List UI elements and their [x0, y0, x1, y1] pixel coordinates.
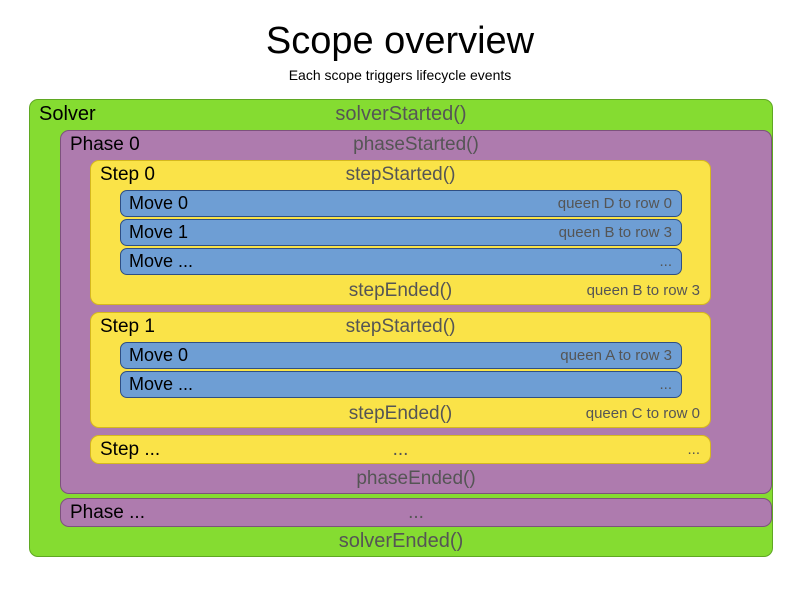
- solver-scope[interactable]: Solver solverStarted() Phase 0 phaseStar…: [29, 98, 773, 557]
- move-detail: queen B to row 3: [558, 223, 672, 241]
- move-line: Move 1 queen B to row 3: [121, 220, 681, 245]
- phase-ellipsis-label: Phase ...: [70, 501, 145, 523]
- move-line: Move 0 queen D to row 0: [121, 191, 681, 216]
- move-label: Move ...: [129, 373, 194, 394]
- move-detail: queen D to row 0: [557, 194, 672, 212]
- phase-ellipsis-event: ...: [408, 501, 424, 523]
- move-line: Move ... ...: [121, 249, 681, 274]
- move-detail: queen A to row 3: [560, 346, 672, 364]
- solver-ended-event: solverEnded(): [338, 529, 464, 552]
- solver-footer-line: solverEnded(): [30, 527, 772, 556]
- step-ended-detail: queen B to row 3: [586, 281, 700, 299]
- move-list: Move 0 queen D to row 0 Move 1 queen B t…: [91, 189, 710, 277]
- solver-label: Solver: [39, 102, 96, 125]
- step-ellipsis-event: ...: [392, 438, 409, 460]
- page-title: Scope overview: [265, 20, 535, 62]
- solver-started-event: solverStarted(): [335, 102, 467, 125]
- step-label: Step 1: [100, 315, 155, 337]
- step-ellipsis-line: Step ... ... ...: [91, 436, 710, 463]
- step-ellipsis-detail: ...: [687, 440, 700, 458]
- phase-label: Phase 0: [70, 133, 140, 155]
- step-label: Step 0: [100, 163, 155, 185]
- step-footer-line: stepEnded() queen B to row 3: [91, 277, 710, 304]
- step-header-line: Step 1 stepStarted(): [91, 313, 710, 340]
- move-scope[interactable]: Move 1 queen B to row 3: [120, 218, 682, 246]
- move-detail: ...: [659, 375, 672, 393]
- step-ended-event: stepEnded(): [348, 402, 453, 424]
- move-scope[interactable]: Move 0 queen A to row 3: [120, 341, 682, 369]
- phase-header-line: Phase 0 phaseStarted(): [61, 131, 771, 158]
- step-ellipsis-label: Step ...: [100, 438, 161, 460]
- move-scope[interactable]: Move ... ...: [120, 370, 682, 398]
- phase-ended-event: phaseEnded(): [356, 467, 476, 489]
- step-scope[interactable]: Step 0 stepStarted() Move 0 queen D to r…: [90, 159, 711, 305]
- phase-ellipsis-scope[interactable]: Phase ... ...: [60, 497, 772, 527]
- move-label: Move 1: [129, 221, 189, 242]
- step-ended-detail: queen C to row 0: [585, 404, 700, 422]
- move-label: Move 0: [129, 192, 189, 213]
- step-footer-line: stepEnded() queen C to row 0: [91, 400, 710, 427]
- page-header: Scope overview Each scope triggers lifec…: [0, 0, 800, 83]
- move-label: Move ...: [129, 250, 194, 271]
- phase-started-event: phaseStarted(): [353, 133, 479, 155]
- move-label: Move 0: [129, 344, 189, 365]
- move-scope[interactable]: Move 0 queen D to row 0: [120, 189, 682, 217]
- step-scope[interactable]: Step 1 stepStarted() Move 0 queen A to r…: [90, 311, 711, 428]
- step-started-event: stepStarted(): [345, 163, 456, 185]
- page-subtitle: Each scope triggers lifecycle events: [288, 66, 512, 83]
- move-line: Move ... ...: [121, 372, 681, 397]
- step-ellipsis-scope[interactable]: Step ... ... ...: [90, 434, 711, 464]
- move-list: Move 0 queen A to row 3 Move ... ...: [91, 341, 710, 400]
- phase-ellipsis-line: Phase ... ...: [61, 499, 771, 526]
- phase-scope[interactable]: Phase 0 phaseStarted() Step 0 stepStarte…: [60, 129, 772, 494]
- step-started-event: stepStarted(): [345, 315, 456, 337]
- phase-footer-line: phaseEnded(): [61, 464, 771, 493]
- step-ended-event: stepEnded(): [348, 279, 453, 301]
- step-header-line: Step 0 stepStarted(): [91, 161, 710, 188]
- move-scope[interactable]: Move ... ...: [120, 247, 682, 275]
- move-line: Move 0 queen A to row 3: [121, 343, 681, 368]
- move-detail: ...: [659, 252, 672, 270]
- solver-header-line: Solver solverStarted(): [30, 100, 772, 129]
